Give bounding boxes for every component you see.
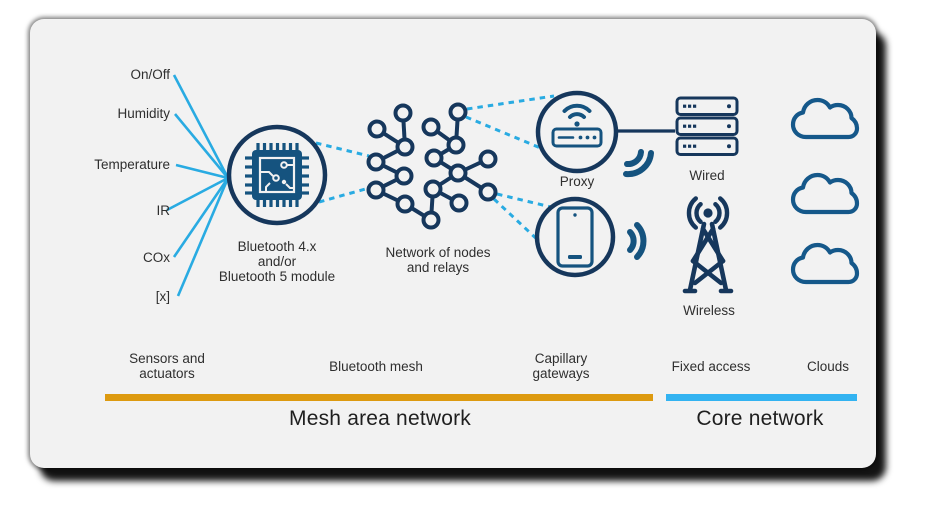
clouds-caption: Clouds: [806, 359, 850, 374]
sensor-fan-lines: [166, 74, 230, 297]
capillary-caption-line1: Capillary: [534, 351, 588, 366]
router-icon: [551, 103, 603, 148]
cloud-icon: [790, 242, 860, 285]
bluetooth-module-caption: Bluetooth 4.x and/or Bluetooth 5 module: [219, 239, 335, 284]
bluetooth-module-caption-line3: Bluetooth 5 module: [218, 269, 336, 284]
bluetooth-module-caption-line2: and/or: [257, 254, 297, 269]
fixed-access-caption: Fixed access: [671, 359, 751, 374]
sensors-actuators-caption: Sensors and actuators: [129, 351, 205, 381]
phone-circle: [534, 196, 647, 278]
sensor-label-x: [x]: [155, 289, 170, 304]
bluetooth-module-caption-line1: Bluetooth 4.x: [237, 239, 317, 254]
core-network-bar: [666, 394, 857, 401]
phone-signal-waves-icon: [627, 222, 647, 260]
radio-tower-icon: [682, 196, 734, 294]
cloud-icon: [790, 97, 860, 140]
mesh-network-icon: [366, 102, 498, 230]
sensor-label-humidity: Humidity: [117, 106, 170, 121]
cloud-icons: [790, 97, 860, 285]
sensors-caption-line2: actuators: [139, 366, 195, 381]
mesh-area-network-label: Mesh area network: [289, 407, 471, 430]
mesh-caption: Network of nodes and relays: [385, 245, 490, 275]
smartphone-icon: [556, 206, 594, 268]
mesh-caption-line1: Network of nodes: [385, 245, 491, 260]
sensor-label-cox: COx: [143, 250, 170, 265]
cloud-icon: [790, 172, 860, 215]
bluetooth-module-circle: [226, 124, 328, 226]
dashed-mesh-links: [315, 94, 555, 244]
core-network-label: Core network: [696, 407, 824, 430]
server-stack-icon: [675, 96, 739, 156]
wireless-label: Wireless: [683, 303, 735, 318]
sensors-caption-line1: Sensors and: [129, 351, 205, 366]
wired-label: Wired: [689, 168, 725, 183]
capillary-gateways-caption: Capillary gateways: [532, 351, 589, 381]
bluetooth-mesh-caption: Bluetooth mesh: [329, 359, 423, 374]
mesh-caption-line2: and relays: [406, 260, 470, 275]
capillary-caption-line2: gateways: [532, 366, 590, 381]
chip-icon: [245, 143, 309, 207]
mesh-area-network-bar: [105, 394, 653, 401]
sensor-label-temperature: Temperature: [94, 157, 170, 172]
proxy-signal-waves-icon: [623, 149, 654, 178]
proxy-label: Proxy: [559, 174, 595, 189]
proxy-circle: [535, 90, 675, 178]
sensor-label-ir: IR: [156, 203, 171, 218]
sensor-label-on-off: On/Off: [130, 67, 170, 82]
diagram-card: [30, 19, 876, 468]
